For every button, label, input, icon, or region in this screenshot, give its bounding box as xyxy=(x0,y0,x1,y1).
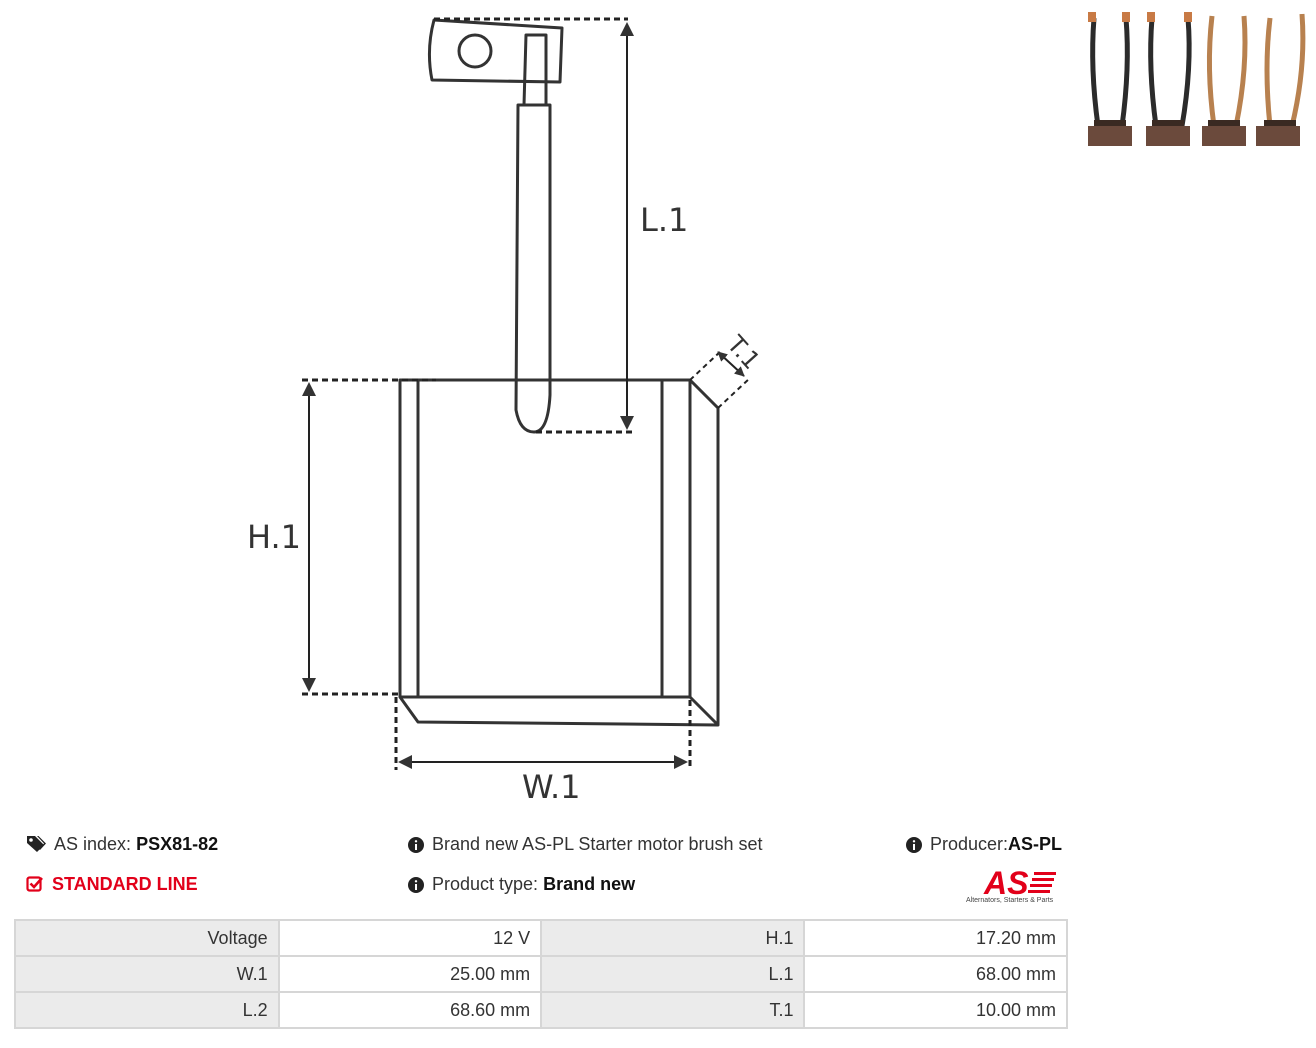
as-index-value[interactable]: PSX81-82 xyxy=(136,834,219,854)
check-square-icon xyxy=(26,875,44,898)
spec-key: W.1 xyxy=(14,955,280,993)
brush-outline xyxy=(398,18,720,727)
info-icon xyxy=(408,876,424,898)
t1-label: T.1 xyxy=(721,330,766,375)
logo-tagline: Alternators, Starters & Parts xyxy=(966,897,1054,904)
line-badge: STANDARD LINE xyxy=(26,873,198,898)
tags-icon xyxy=(26,835,46,858)
spec-value: 12 V xyxy=(277,919,543,957)
spec-value: 10.00 mm xyxy=(803,991,1068,1029)
brush-set-photo[interactable] xyxy=(1086,8,1308,148)
brush-copper-2 xyxy=(1256,13,1306,146)
l1-label: L.1 xyxy=(640,201,688,239)
info-icon xyxy=(408,836,424,858)
as-pl-logo: AS xyxy=(983,865,1056,901)
spec-key: L.1 xyxy=(540,955,806,993)
lead-wire xyxy=(514,103,552,434)
product-type-value: Brand new xyxy=(543,874,636,894)
spec-value: 25.00 mm xyxy=(277,955,543,993)
product-type-row: Product type: Brand new xyxy=(408,873,635,898)
product-description: Brand new AS-PL Starter motor brush set xyxy=(432,834,763,854)
w1-label: W.1 xyxy=(522,768,581,806)
as-index-label: AS index: xyxy=(54,834,132,854)
producer-label: Producer: xyxy=(930,834,1009,854)
as-index-row: AS index: PSX81-82 xyxy=(26,833,218,858)
h1-label: H.1 xyxy=(247,518,301,556)
terminal-lug xyxy=(427,18,564,84)
brush-copper-1 xyxy=(1202,15,1248,146)
producer-row: Producer:AS-PL xyxy=(906,833,1062,858)
table-row: L.2 68.60 mm T.1 10.00 mm xyxy=(14,991,1068,1029)
spec-value: 68.60 mm xyxy=(277,991,543,1029)
brush-black-2 xyxy=(1146,12,1192,146)
spec-key: L.2 xyxy=(14,991,280,1029)
logo-text: AS xyxy=(983,865,1029,901)
specs-table: Voltage 12 V H.1 17.20 mm W.1 25.00 mm L… xyxy=(14,919,1068,1029)
spec-key: T.1 xyxy=(540,991,806,1029)
terminal-hole xyxy=(457,33,493,69)
info-icon xyxy=(906,836,922,858)
dimension-lines xyxy=(302,17,751,770)
spec-key: H.1 xyxy=(540,919,806,957)
table-row: W.1 25.00 mm L.1 68.00 mm xyxy=(14,955,1068,993)
brush-body xyxy=(398,378,692,699)
brush-black-1 xyxy=(1088,12,1132,146)
description-row: Brand new AS-PL Starter motor brush set xyxy=(408,833,763,858)
t1-dimension-arrow xyxy=(717,351,745,377)
producer-value: AS-PL xyxy=(1008,834,1063,854)
table-row: Voltage 12 V H.1 17.20 mm xyxy=(14,919,1068,957)
spec-key: Voltage xyxy=(14,919,280,957)
product-type-label: Product type: xyxy=(432,874,539,894)
spec-value: 68.00 mm xyxy=(803,955,1068,993)
spec-value: 17.20 mm xyxy=(803,919,1068,957)
standard-line-label: STANDARD LINE xyxy=(52,874,198,894)
brush-technical-drawing: L.1 H.1 W.1 T.1 xyxy=(247,17,766,806)
